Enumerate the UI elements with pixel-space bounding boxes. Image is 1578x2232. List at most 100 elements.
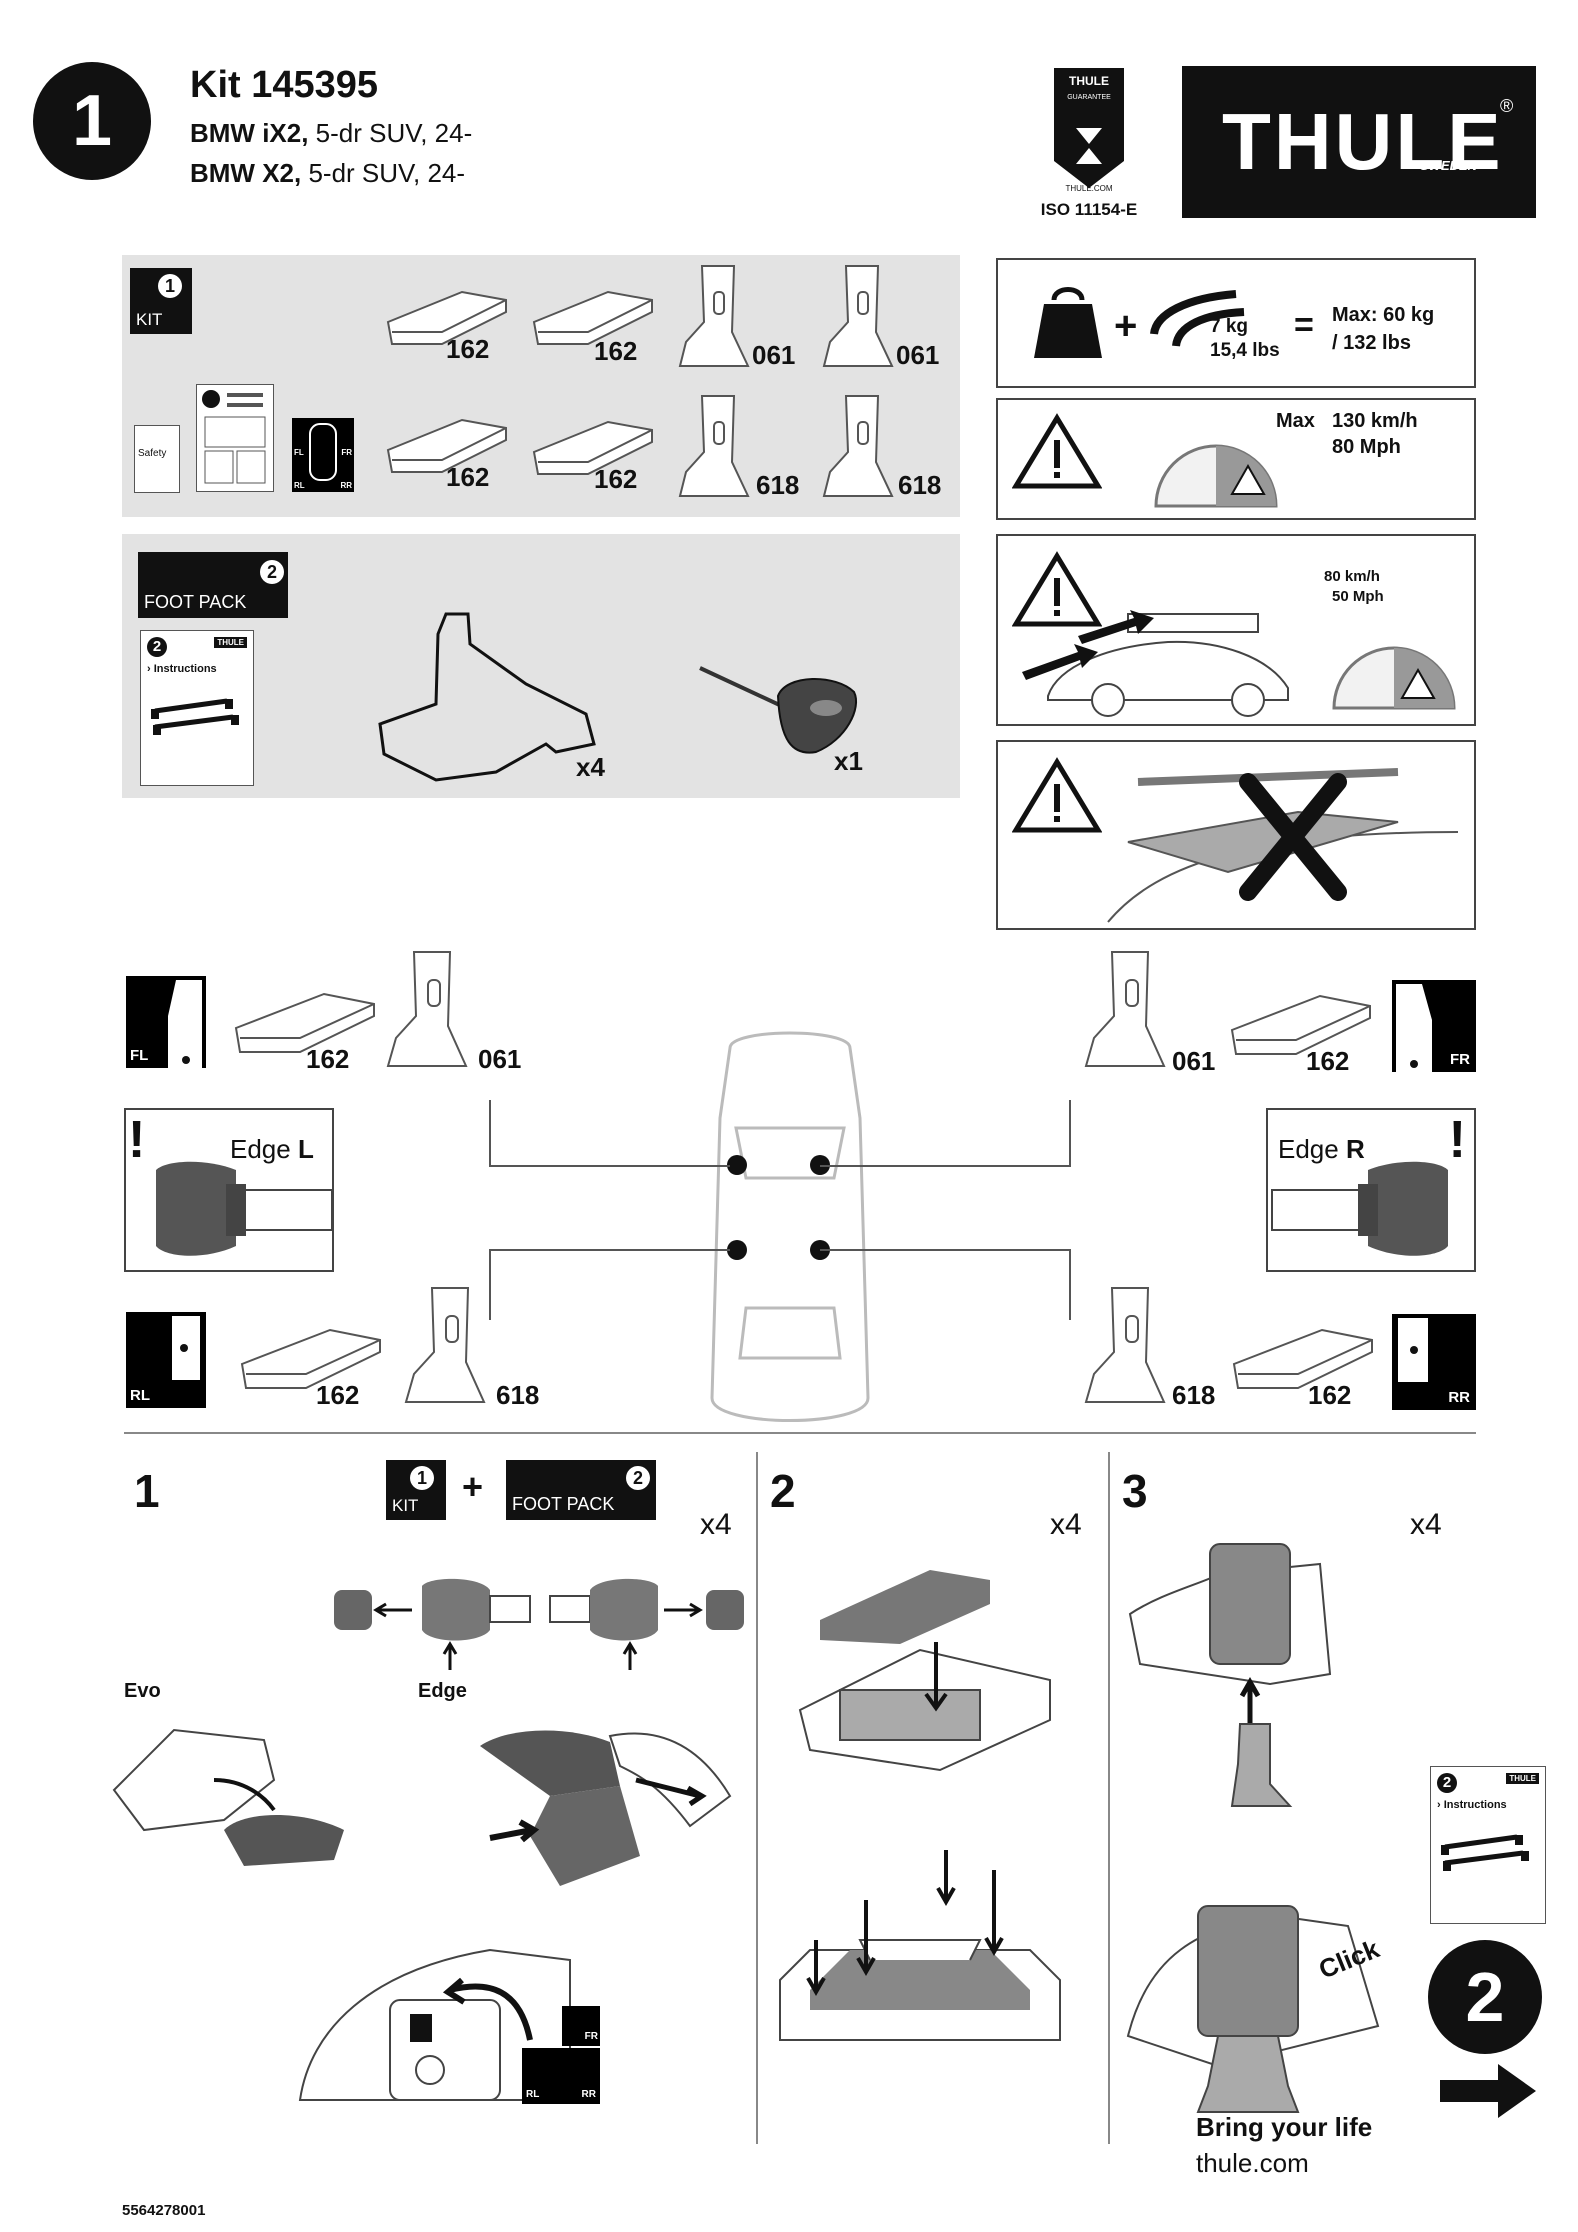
speedometer-icon [1154, 444, 1278, 508]
footpack-pad [376, 604, 606, 784]
pad-icon [386, 290, 507, 345]
kit-pad-1-label: 162 [446, 334, 490, 364]
kit-foot-3 [674, 392, 754, 508]
evo-label: Evo [124, 1680, 161, 1702]
rr-foot [1080, 1284, 1170, 1414]
footpack-tool [696, 660, 876, 770]
footpack-tool-qty: x1 [834, 746, 863, 776]
next-step-circle[interactable]: 2 [1428, 1940, 1542, 2054]
warning-triangle-icon [1012, 413, 1102, 489]
fl-pad-label: 162 [306, 1044, 350, 1074]
kit-foot-1 [674, 262, 754, 378]
kit-pad-3 [382, 410, 512, 490]
roof-bar-pair-icon [1150, 290, 1245, 347]
step-divider-1 [756, 1452, 758, 2144]
pad-insertion-icon [798, 1570, 1051, 1772]
foot-bracket-icon [822, 395, 894, 497]
leader-lines [489, 1100, 1071, 1320]
roof-overload-icon [1107, 768, 1459, 923]
bracket-click-icon [1126, 1905, 1380, 2113]
rl-foot [400, 1284, 490, 1414]
kit-pad-4-label: 162 [594, 464, 638, 494]
vehicle-line-1: BMW iX2, 5-dr SUV, 24- [190, 118, 473, 148]
offroad-warning-box: 80 km/h 50 Mph [996, 534, 1476, 726]
roof-bars-icon [1441, 1834, 1529, 1871]
guarantee-shield-icon [1054, 68, 1124, 188]
fr-foot-label: 061 [1172, 1046, 1216, 1076]
foot-bracket-icon [1084, 951, 1166, 1067]
pad-icon [386, 418, 507, 473]
pad-icon [234, 992, 375, 1053]
step-1-position-tile: RL RR [522, 2048, 600, 2104]
kit-foot-2-label: 061 [896, 340, 940, 370]
website[interactable]: thule.com [1196, 2148, 1309, 2178]
step-1-kit-badge: 1 KIT [386, 1460, 446, 1520]
pad-icon [240, 1328, 381, 1389]
kit-pad-4 [528, 412, 658, 492]
car-side-corner-icon [1398, 1318, 1428, 1382]
section-divider [124, 1432, 1476, 1434]
rl-pad [236, 1318, 386, 1408]
plus-sign: + [1114, 304, 1138, 348]
step-3-qty: x4 [1410, 1508, 1442, 1541]
foot-bracket-icon [1084, 1287, 1166, 1403]
rr-pad-label: 162 [1308, 1380, 1352, 1410]
torque-key-icon [699, 666, 857, 754]
edge-foot-left-icon [156, 1161, 333, 1256]
car-side-corner-icon [1396, 984, 1432, 1072]
footpack-badge: 2 FOOT PACK [138, 552, 288, 618]
rr-pad [1228, 1318, 1378, 1408]
fl-foot [382, 948, 472, 1078]
edge-right-label: Edge R [1278, 1134, 1365, 1164]
rr-foot-label: 618 [1172, 1380, 1216, 1410]
guarantee-badge: THULE GUARANTEE THULE.COM [1040, 66, 1140, 216]
step-1-plus: + [462, 1466, 484, 1507]
foot-bracket-icon [678, 265, 750, 367]
next-arrow-icon[interactable] [1436, 2060, 1540, 2122]
car-top-view-icon [309, 423, 337, 481]
pad-icon [1230, 994, 1371, 1055]
instruction-diagram-icon [202, 390, 266, 484]
step-1-footpack-badge: 2 FOOT PACK [506, 1460, 656, 1520]
footpack-instruction-sheet: 2 THULE › Instructions [140, 630, 254, 786]
rl-foot-label: 618 [496, 1380, 540, 1410]
kit-pad-1 [382, 282, 512, 362]
step-circle: 1 [33, 62, 151, 180]
roof-bars-icon [151, 698, 239, 735]
pad-icon [532, 420, 653, 475]
step-divider-2 [1108, 1452, 1110, 2144]
kit-title: Kit 145395 [190, 64, 379, 106]
kit-foot-1-label: 061 [752, 340, 796, 370]
kit-foot-4-label: 618 [898, 470, 942, 500]
mount-point-rl [727, 1240, 747, 1260]
edge-foot-assembly-icon [480, 1730, 732, 1886]
pad-icon [532, 290, 653, 345]
kit-pad-2-label: 162 [594, 336, 638, 366]
car-with-load-icon [1022, 610, 1289, 717]
evo-foot-assembly-icon [112, 1728, 344, 1866]
safety-leaflet: Safety [134, 425, 180, 493]
edge-label: Edge [418, 1680, 467, 1702]
step-3-number: 3 [1122, 1465, 1148, 1517]
edge-left-label: Edge L [230, 1134, 314, 1164]
warning-triangle-icon [1012, 757, 1102, 833]
pad-icon [1232, 1328, 1373, 1389]
next-instruction-sheet: 2 THULE › Instructions [1430, 1766, 1546, 1924]
step-1-qty: x4 [700, 1508, 732, 1541]
fr-pad [1226, 984, 1376, 1074]
kit-foot-3-label: 618 [756, 470, 800, 500]
edge-right-box: ! Edge R [1266, 1108, 1476, 1272]
edge-foot-disassembly-icon [334, 1578, 744, 1670]
speedometer-icon [1332, 646, 1456, 710]
doc-number: 5564278001 [122, 2202, 206, 2219]
foot-pad-outline-icon [378, 612, 596, 782]
kit-pad-3-label: 162 [446, 462, 490, 492]
roof-damage-warning-box [996, 740, 1476, 930]
kit-pad-2 [528, 282, 658, 362]
step-2-number: 2 [770, 1465, 796, 1517]
footpack-pad-qty: x4 [576, 752, 605, 782]
car-side-corner-icon [172, 1316, 200, 1380]
fl-foot-label: 061 [478, 1044, 522, 1074]
rr-tile: RR [1392, 1314, 1476, 1410]
attention-icon: ! [128, 1111, 146, 1169]
